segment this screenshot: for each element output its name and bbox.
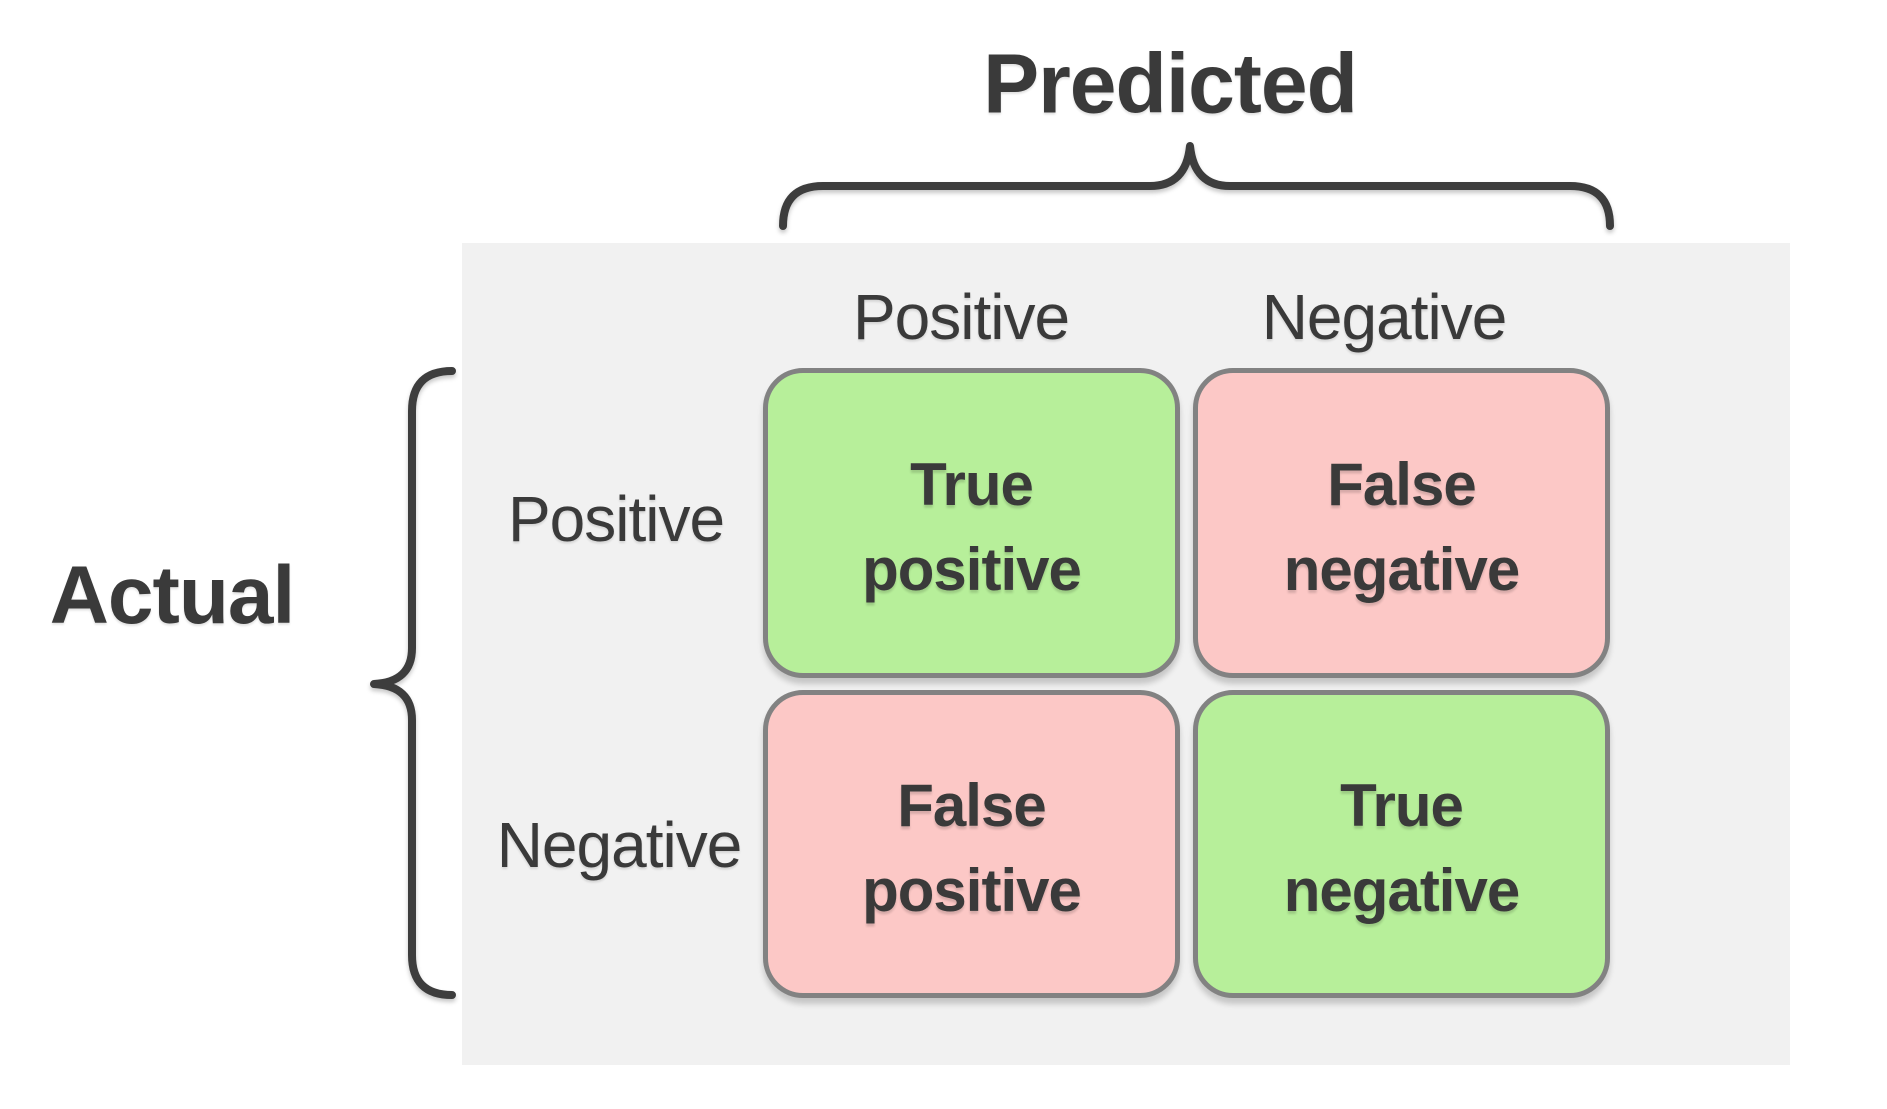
cell-true-positive: True positive — [763, 368, 1180, 678]
cell-true-positive-line1: True — [910, 450, 1034, 518]
row-label-negative: Negative — [496, 809, 743, 881]
cell-false-positive: False positive — [763, 690, 1180, 998]
cell-true-negative: True negative — [1193, 690, 1610, 998]
predicted-brace — [779, 142, 1614, 230]
cell-true-positive-line2: positive — [862, 536, 1082, 603]
cell-false-negative-line1: False — [1327, 450, 1476, 518]
predicted-title: Predicted — [983, 36, 1358, 131]
cell-true-positive-label: True positive — [862, 442, 1082, 612]
column-header-negative: Negative — [1261, 281, 1508, 353]
cell-true-negative-label: True negative — [1283, 763, 1520, 933]
column-header-positive: Positive — [852, 281, 1070, 353]
cell-false-positive-line2: positive — [862, 857, 1082, 924]
cell-false-negative: False negative — [1193, 368, 1610, 678]
cell-true-negative-line1: True — [1340, 771, 1464, 839]
cell-true-negative-line2: negative — [1283, 857, 1520, 924]
cell-false-negative-label: False negative — [1283, 442, 1520, 612]
cell-false-negative-line2: negative — [1283, 536, 1520, 603]
row-label-positive: Positive — [507, 483, 725, 555]
actual-title: Actual — [49, 550, 296, 641]
cell-false-positive-label: False positive — [862, 763, 1082, 933]
cell-false-positive-line1: False — [897, 771, 1046, 839]
actual-brace — [370, 367, 456, 999]
